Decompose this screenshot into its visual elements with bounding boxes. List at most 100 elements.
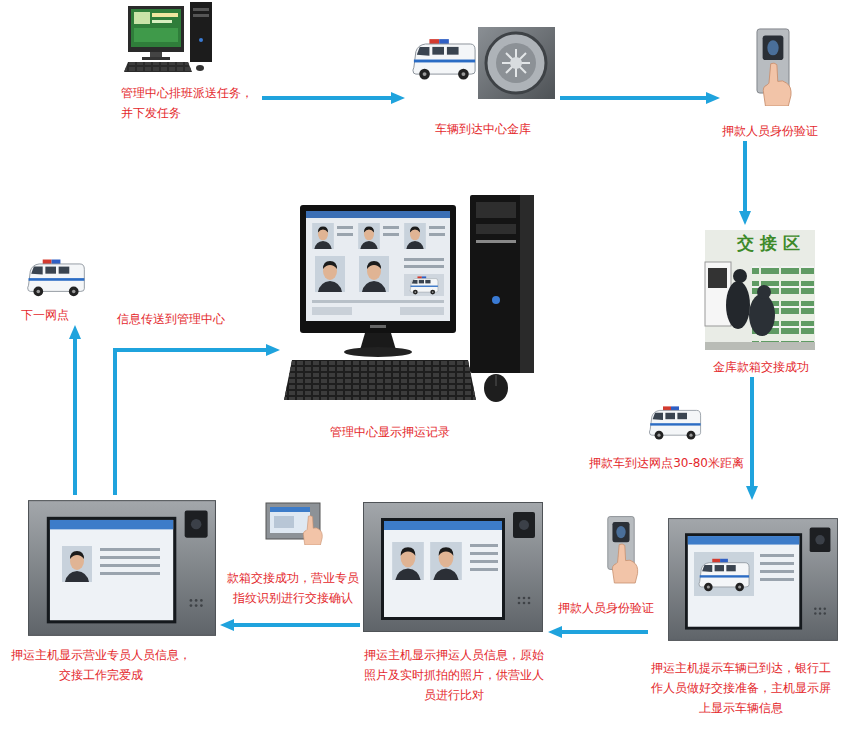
vault-door-photo [506, 53, 526, 73]
step-caption: 车辆到达中心金库 [405, 119, 560, 139]
computer-icon [196, 65, 204, 71]
escort-terminal [29, 501, 216, 636]
computer-illustration [404, 258, 444, 261]
process-step: 车辆到达中心金库 [405, 22, 560, 139]
escort-terminal [470, 544, 498, 547]
escort-terminal [668, 519, 837, 641]
escort-terminal [760, 570, 794, 573]
computer-illustration [315, 256, 345, 292]
handover-photo [757, 285, 771, 299]
process-step: 管理中心显示押运记录 [280, 192, 540, 442]
computer-illustration [359, 256, 389, 292]
edge-label: 押款人员身份验证 [556, 598, 656, 618]
fingerprint-reader [612, 544, 637, 583]
fingerprint-panel [266, 503, 322, 545]
handover-photo [733, 269, 747, 283]
escort-van [28, 260, 85, 297]
computer-illustration [344, 347, 412, 357]
vault-door-photo [478, 27, 555, 99]
fingerprint-reader [608, 517, 638, 583]
escort-terminal [62, 546, 92, 582]
step-caption: 押运主机显示押运人员信息，原始照片及实时抓拍的照片，供营业人员进行比对 [363, 645, 545, 705]
computer-icon [124, 62, 192, 72]
computer-icon [142, 57, 170, 60]
escort-terminal [430, 542, 462, 580]
computer-icon [199, 38, 203, 42]
process-step: 押运主机提示车辆已到达，银行工作人员做好交接准备，主机显示屏上显示车辆信息 [648, 500, 833, 718]
edge-label: 款箱交接成功，营业专员指纹识别进行交接确认 [225, 568, 361, 608]
flow-arrow [750, 377, 754, 486]
escort-terminal [470, 552, 498, 555]
step-caption: 押运主机提示车辆已到达，银行工作人员做好交接准备，主机显示屏上显示车辆信息 [650, 658, 832, 718]
computer-icon [193, 14, 209, 17]
computer-illustration [312, 223, 334, 249]
step-caption: 押款人员身份验证 [720, 121, 820, 141]
escort-terminal [760, 562, 794, 565]
computer-illustration [337, 233, 353, 236]
computer-icon [193, 8, 209, 11]
computer-icon [190, 2, 212, 62]
computer-illustration [358, 223, 380, 249]
computer-illustration [429, 233, 445, 236]
step-caption: 金库款箱交接成功 [705, 357, 817, 377]
step-caption: 下一网点 [5, 305, 85, 325]
escort-terminal [470, 560, 498, 563]
computer-illustration [476, 240, 516, 243]
computer-illustration [383, 233, 399, 236]
computer-icon [150, 52, 162, 57]
computer-illustration [429, 226, 445, 229]
computer-illustration [476, 224, 516, 234]
flow-arrow [234, 623, 360, 627]
fingerprint-panel [270, 507, 310, 512]
computer-illustration [520, 195, 534, 373]
fingerprint-panel [274, 516, 294, 528]
step-caption: 管理中心排班派送任务，并下发任务 [121, 83, 253, 123]
computer-illustration [312, 300, 444, 303]
computer-illustration [306, 211, 450, 218]
handover-photo [749, 294, 775, 336]
vault-door-photo [506, 53, 526, 73]
flow-arrow [73, 339, 77, 495]
escort-terminal [668, 519, 837, 641]
computer-icon [134, 28, 178, 42]
edge-label: 押款车到达网点30-80米距离 [585, 453, 745, 473]
computer-illustration [404, 274, 444, 296]
computer-icon [152, 20, 172, 23]
computer-illustration [410, 276, 438, 294]
picture-space [280, 192, 540, 422]
computer-icon [152, 13, 178, 17]
handover-photo [705, 230, 815, 350]
escort-terminal [470, 568, 498, 571]
fingerprint-panel [270, 507, 310, 533]
escort-terminal [100, 564, 160, 567]
computer-icon [131, 9, 181, 47]
process-step: 管理中心排班派送任务，并下发任务 [121, 3, 262, 123]
computer-illustration [300, 205, 456, 333]
process-step: 下一网点 [5, 255, 85, 325]
computer-illustration [306, 211, 450, 321]
computer-illustration [492, 296, 500, 304]
edge-label: 信息传送到管理中心 [116, 309, 230, 329]
handover-photo [705, 342, 815, 350]
handover-photo [705, 262, 731, 326]
flow-arrow [115, 350, 266, 495]
process-step: 押运主机显示营业专员人员信息，交接工作完爱成 [10, 495, 220, 685]
connector-group [75, 98, 752, 632]
escort-terminal [699, 559, 749, 591]
escort-terminal [100, 548, 160, 551]
fingerprint-panel [303, 516, 322, 545]
photo-sign-text: 交接区 [737, 232, 806, 255]
vault-door-photo [496, 43, 536, 83]
vault-door-photo [486, 33, 546, 93]
escort-terminal [694, 552, 754, 596]
escort-terminal [392, 542, 424, 580]
picture-space [405, 22, 560, 119]
fingerprint-reader [763, 63, 791, 106]
computer-icon [124, 62, 192, 72]
escort-terminal [760, 578, 794, 581]
step-caption: 押运主机显示营业专员人员信息，交接工作完爱成 [10, 645, 192, 685]
picture-space [648, 500, 833, 658]
picture-space [121, 3, 262, 83]
flow-arrow [560, 96, 706, 100]
picture-space [360, 495, 548, 645]
